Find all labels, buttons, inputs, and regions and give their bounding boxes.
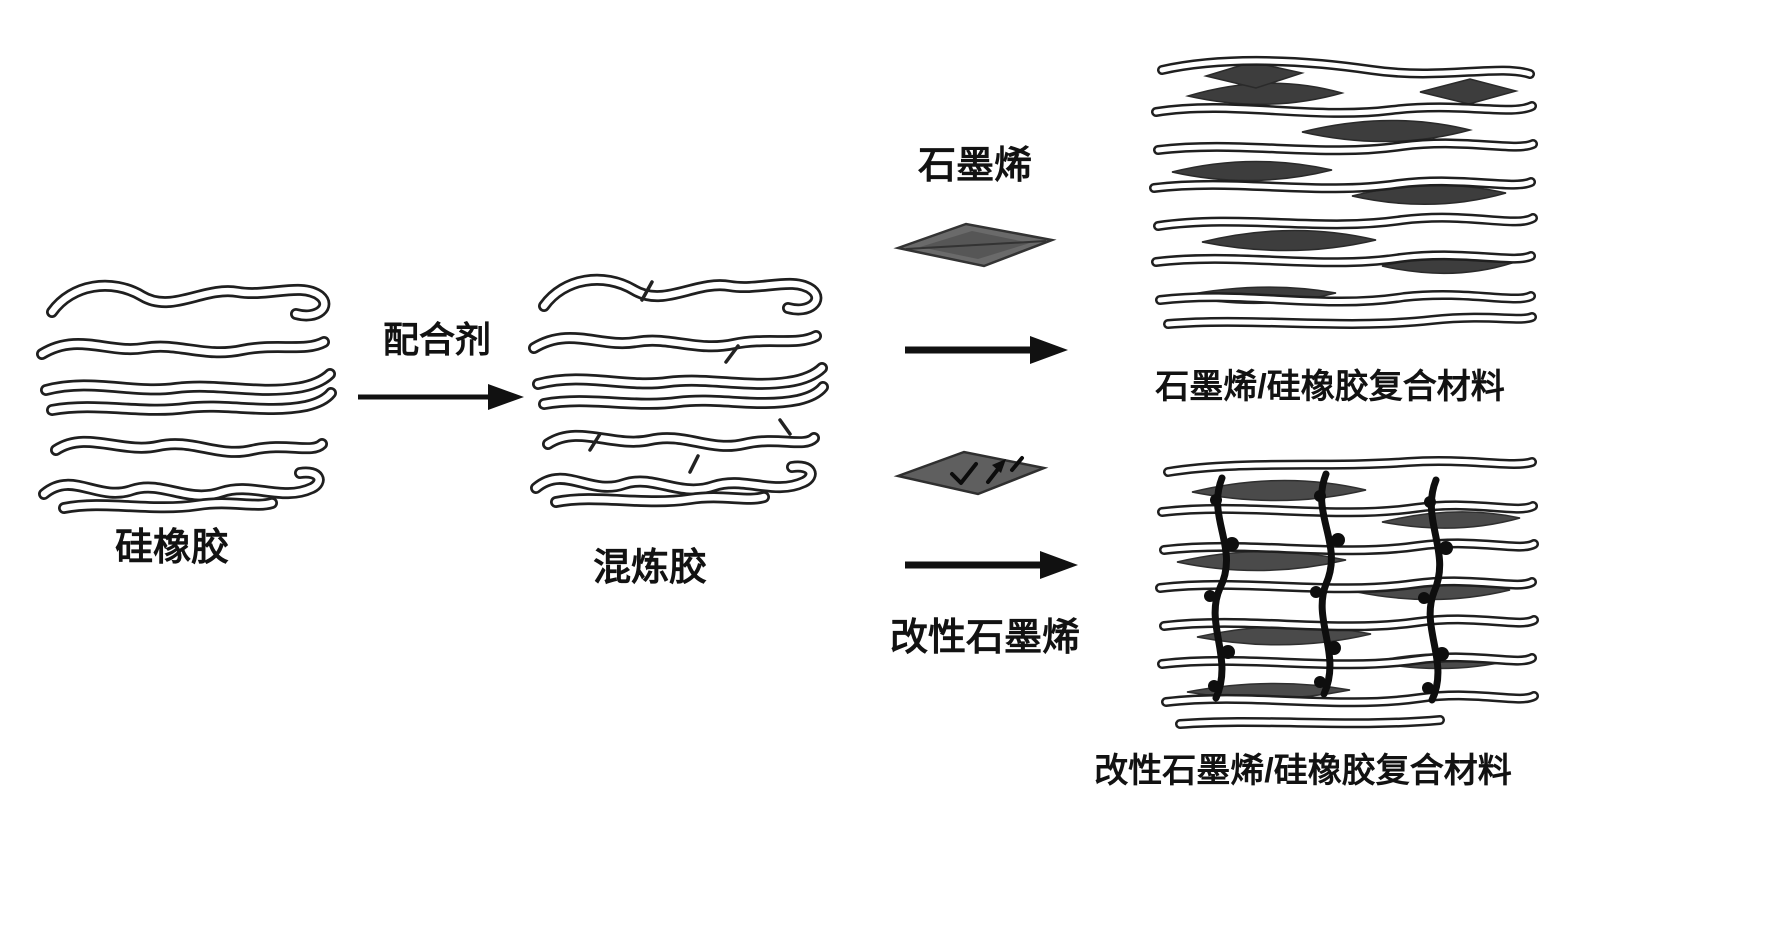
polymer-chain (60, 499, 276, 512)
polymer-chain (1151, 178, 1534, 191)
bead (1422, 682, 1434, 694)
bead (1314, 490, 1326, 502)
modified-graphene-platelet-icon (893, 450, 1049, 496)
crosslink-tick (588, 432, 602, 452)
silicone-rubber-label: 硅橡胶 (115, 527, 229, 569)
arrow-head-icon (488, 384, 524, 410)
graphene-composite-drawing (1149, 55, 1538, 329)
polymer-chain (1163, 692, 1537, 705)
polymer-chain (1157, 578, 1535, 591)
check-mark (950, 462, 978, 485)
bead (1331, 533, 1345, 547)
polymer-chain (1165, 314, 1535, 327)
modified-graphene-composite-drawing (1155, 456, 1539, 729)
graphene-sheet (1301, 119, 1473, 143)
compounding-arrow: 配合剂 (358, 319, 524, 410)
crosslink-tick (640, 280, 654, 302)
polymer-chain (42, 370, 334, 394)
bead (1221, 645, 1235, 659)
polymer-chain (48, 282, 328, 319)
polymer-chain (1153, 252, 1534, 265)
graphene-platelet-icon (893, 222, 1057, 268)
compounding-agent-label: 配合剂 (383, 319, 491, 360)
bead (1418, 592, 1430, 604)
bead (1439, 541, 1453, 555)
crosslink-tick (778, 418, 792, 436)
graphene-sheet (1185, 82, 1345, 106)
arrow-head-icon (1030, 336, 1068, 364)
polymer-chain (52, 438, 326, 456)
bead (1210, 494, 1222, 506)
polymer-chain (40, 469, 322, 499)
polymer-chain (38, 338, 328, 358)
graphene-arrow (905, 336, 1068, 364)
graphene-sheet (1203, 61, 1305, 89)
silicone-rubber-drawing (36, 279, 337, 514)
polymer-chain (48, 389, 335, 414)
modified-chain (1211, 474, 1230, 702)
mark-arrow-head-icon (992, 459, 1006, 473)
polymer-chain (1161, 616, 1537, 629)
bead (1204, 590, 1216, 602)
modified-chain (1318, 470, 1335, 698)
crosslink-tick (688, 454, 700, 474)
mixed-rubber-drawing (534, 280, 823, 502)
polymer-chain (1159, 58, 1533, 77)
polymer-chain (1159, 654, 1535, 667)
graphene-composite-label: 石墨烯/硅橡胶复合材料 (1154, 368, 1504, 406)
graphene-sheet (1419, 78, 1519, 105)
graphene-sheet (1381, 511, 1521, 529)
polymer-chain (1159, 502, 1536, 515)
bead (1225, 537, 1239, 551)
modification-marks (950, 456, 1024, 485)
bead (1310, 586, 1322, 598)
modified-graphene-arrow (905, 551, 1078, 579)
graphene-sheet (1201, 229, 1377, 252)
graphene-label: 石墨烯 (918, 145, 1032, 187)
bead (1424, 496, 1436, 508)
modified-bead-chains (1204, 470, 1453, 704)
bead (1435, 647, 1449, 661)
polymer-chain (1177, 717, 1443, 727)
functional-group-mark (1010, 456, 1024, 472)
graphene-sheet (1171, 160, 1333, 182)
arrow-head-icon (1040, 551, 1078, 579)
polymer-chain (1155, 215, 1536, 229)
platelet-fold-line (905, 240, 1047, 250)
modified-graphene-label: 改性石墨烯 (890, 617, 1080, 659)
crosslink-tick (724, 344, 740, 364)
polymer-chain (1157, 292, 1534, 305)
modified-chain (1426, 476, 1444, 704)
polymer-chain (1155, 140, 1536, 153)
bead (1327, 641, 1341, 655)
crosslink-marks (588, 280, 792, 474)
bead (1208, 680, 1220, 692)
polymer-chain (1165, 458, 1535, 475)
bead (1314, 676, 1326, 688)
mixed-rubber-label: 混炼胶 (593, 547, 707, 589)
modified-graphene-composite-label: 改性石墨烯/硅橡胶复合材料 (1094, 752, 1511, 790)
polymer-chain (1153, 103, 1535, 116)
